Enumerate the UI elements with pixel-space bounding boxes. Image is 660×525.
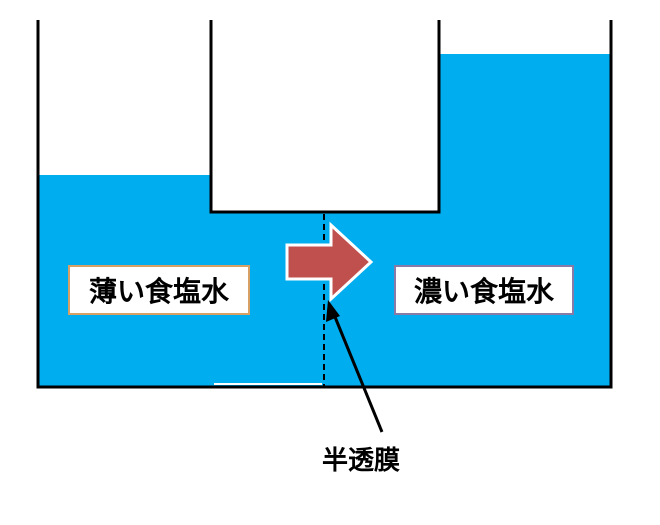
container-outline <box>36 20 613 389</box>
membrane-label: 半透膜 <box>322 446 401 476</box>
right-arrow-icon <box>285 221 374 303</box>
dilute-saltwater-label: 薄い食塩水 <box>68 265 250 315</box>
concentrated-saltwater-label: 濃い食塩水 <box>394 265 574 315</box>
tube-inner-outline <box>209 20 441 214</box>
pointer-arrow-line <box>331 311 384 433</box>
tube-center-block <box>211 20 439 212</box>
pointer-arrow-icon <box>326 300 340 322</box>
